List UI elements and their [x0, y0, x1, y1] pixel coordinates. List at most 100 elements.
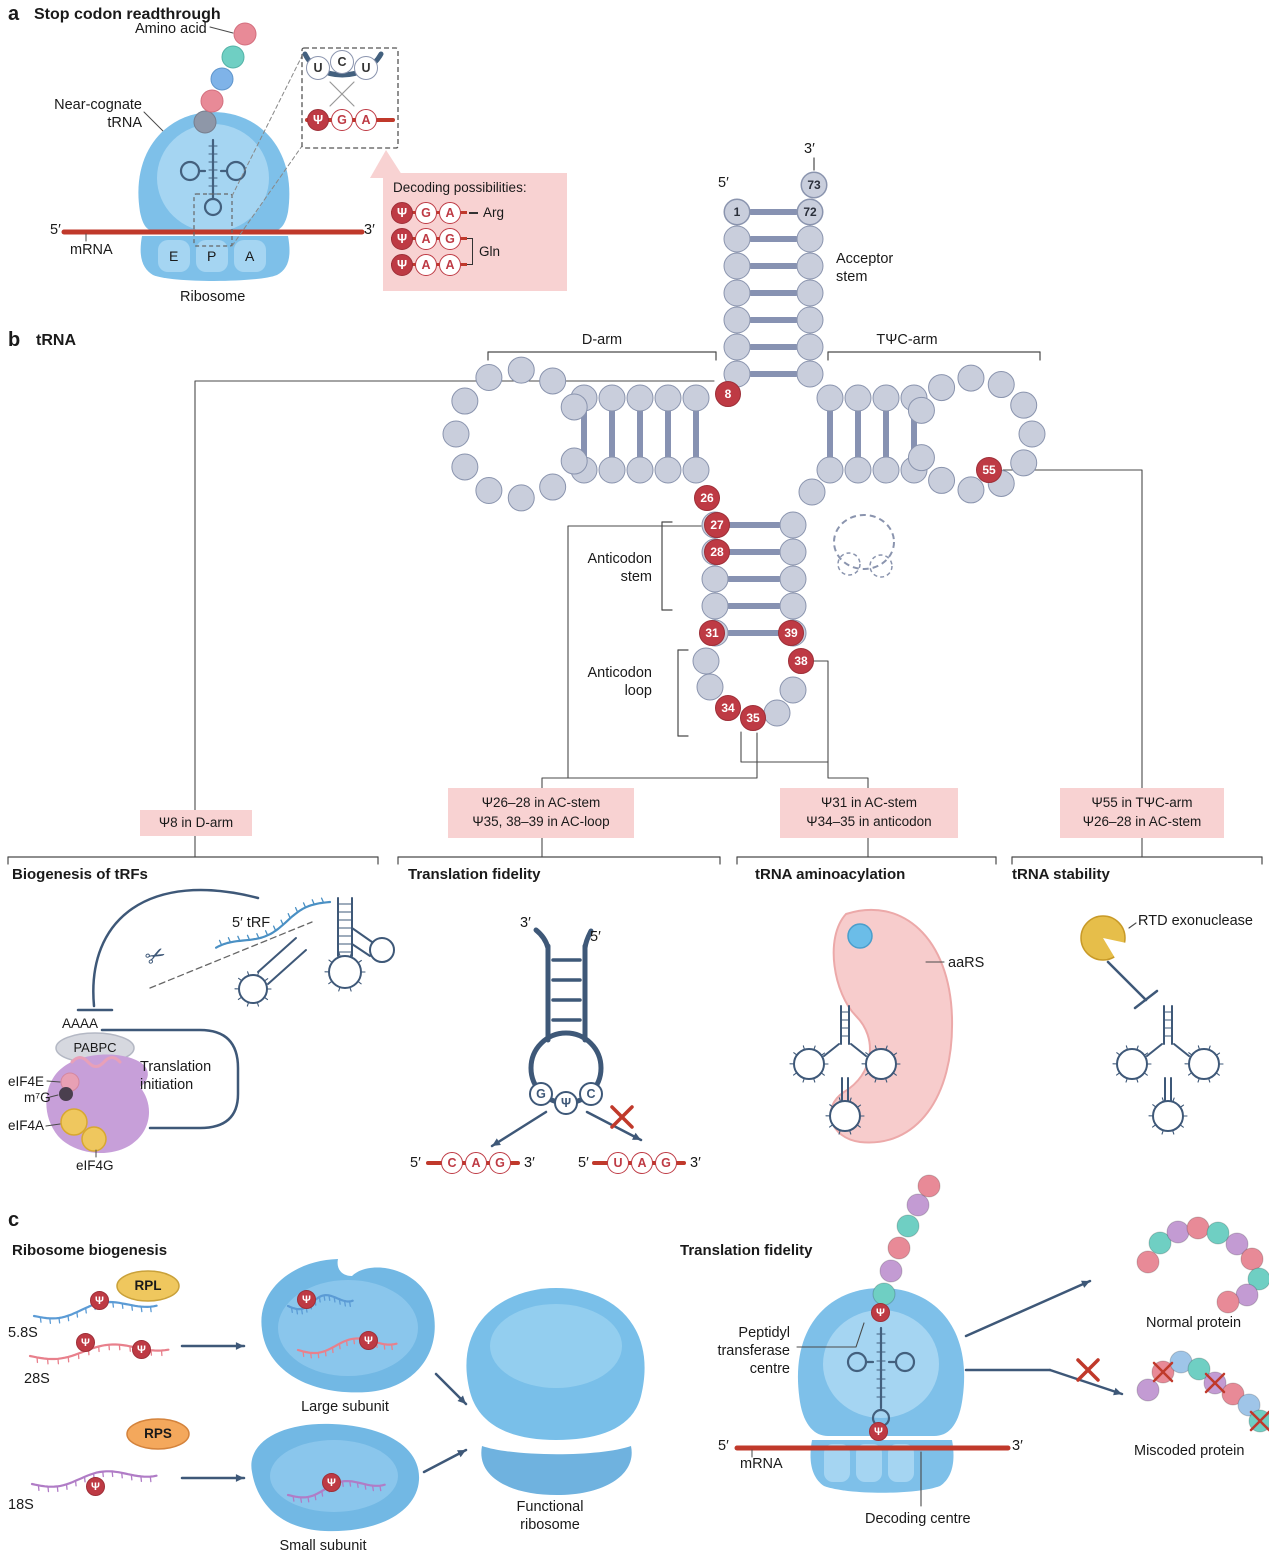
arg-label: Arg: [483, 205, 505, 220]
near-cognate-trna-label: Near-cognate tRNA: [54, 97, 142, 132]
annotation-line: Ψ26–28 in AC-stem: [1082, 814, 1202, 829]
stop-codon-letter: U: [607, 1152, 629, 1174]
psi-badge: Ψ: [90, 1291, 109, 1310]
a-site-label: A: [245, 248, 255, 264]
panel-a-title: Stop codon readthrough: [34, 6, 221, 23]
polya-tail-label: AAAA: [62, 1016, 99, 1031]
rrna-18s-label: 18S: [8, 1497, 34, 1513]
aminoacylation-art: [789, 908, 954, 1144]
decoding-centre-label: Decoding centre: [865, 1511, 971, 1527]
codon-three-prime-label: 3′: [524, 1155, 535, 1171]
miscoded-protein-label: Miscoded protein: [1134, 1443, 1245, 1459]
psi-badge: Ψ: [132, 1340, 151, 1359]
psi-site-38: 38: [788, 648, 814, 674]
psi26-28-annotation-box: Ψ26–28 in AC-stem Ψ35, 38–39 in AC-loop: [448, 788, 634, 838]
codon-three-prime-label: 3′: [690, 1155, 701, 1171]
trna-three-prime-label: 3′: [804, 141, 815, 157]
psi-site-8: 8: [715, 381, 741, 407]
mrna-three-prime-label: 3′: [364, 222, 375, 238]
anticodon-loop-label: Anticodon loop: [587, 665, 653, 700]
psi-badge: Ψ: [297, 1290, 316, 1309]
match-codon-letter: G: [489, 1152, 511, 1174]
mrna-five-prime-label: 5′: [718, 1438, 729, 1454]
psi-site-26: 26: [694, 485, 720, 511]
psi-badge: Ψ: [359, 1331, 378, 1350]
gln-label: Gln: [479, 244, 501, 259]
large-subunit-label: Large subunit: [301, 1399, 389, 1415]
section-biogenesis-trfs: Biogenesis of tRFs: [12, 866, 148, 883]
stability-art: [1080, 915, 1224, 1135]
psi-site-55: 55: [976, 457, 1002, 483]
decoding-codon-letter: Ψ: [391, 254, 413, 276]
anticodon-letter: Ψ: [554, 1091, 578, 1115]
decoding-codon-letter: Ψ: [391, 202, 413, 224]
stop-codon-letter: A: [631, 1152, 653, 1174]
five-prime-trf-label: 5′ tRF: [232, 915, 271, 931]
arg-tick: [469, 212, 478, 214]
psi-badge: Ψ: [76, 1333, 95, 1352]
inset-codon-letter: U: [306, 56, 330, 80]
decoding-codon-letter: A: [439, 202, 461, 224]
annotation-line: Ψ26–28 in AC-stem: [481, 795, 601, 811]
trf-art: [45, 888, 395, 1158]
rrna-58s-label: 5.8S: [8, 1325, 38, 1341]
psi-site-28: 28: [704, 539, 730, 565]
small-subunit-label: Small subunit: [279, 1538, 367, 1554]
anticodon-stem-label: Anticodon stem: [587, 551, 653, 586]
psi-badge: Ψ: [322, 1473, 341, 1492]
match-codon-letter: C: [441, 1152, 463, 1174]
annotation-line: Ψ35, 38–39 in AC-loop: [472, 814, 610, 829]
aars-label: aaRS: [948, 955, 985, 971]
section-translation-fidelity: Translation fidelity: [408, 866, 541, 883]
functional-ribosome-label: Functional ribosome: [516, 1499, 584, 1534]
annotation-line: Ψ31 in AC-stem: [820, 795, 918, 811]
anticodon-letter: G: [529, 1082, 553, 1106]
psi8-annotation-box: Ψ8 in D-arm: [140, 810, 252, 836]
psi-badge: Ψ: [86, 1477, 105, 1496]
decoding-codon-letter: A: [415, 254, 437, 276]
anticodon-letter: C: [579, 1082, 603, 1106]
mrna-label: mRNA: [70, 242, 113, 258]
psi-site-27: 27: [704, 512, 730, 538]
d-arm-label: D-arm: [581, 332, 623, 348]
decoding-codon-letter: A: [439, 254, 461, 276]
mrna-five-prime-label: 5′: [50, 222, 61, 238]
decoding-title: Decoding possibilities:: [393, 180, 527, 195]
p-site-label: P: [207, 248, 217, 264]
mrna-label: mRNA: [740, 1456, 783, 1472]
codon-five-prime-label: 5′: [578, 1155, 589, 1171]
nucleotide-73: 73: [801, 172, 827, 198]
annotation-line: Ψ8 in D-arm: [158, 814, 234, 830]
rps-label: RPS: [144, 1426, 172, 1441]
tpsic-arm-label: TΨC-arm: [876, 332, 938, 348]
e-site-label: E: [169, 248, 179, 264]
psi31-annotation-box: Ψ31 in AC-stem Ψ34–35 in anticodon: [780, 788, 958, 838]
nucleotide-1: 1: [724, 199, 750, 225]
decoding-codon-letter: G: [439, 228, 461, 250]
section-trna-stability: tRNA stability: [1012, 866, 1110, 883]
decoding-codon-letter: G: [415, 202, 437, 224]
fidelity-three-prime-label: 3′: [520, 915, 531, 931]
translation-initiation-label: Translation initiation: [140, 1059, 212, 1094]
rrna-28s-label: 28S: [24, 1371, 50, 1387]
eif4g-label: eIF4G: [76, 1158, 114, 1173]
acceptor-stem-label: Acceptor stem: [836, 251, 894, 286]
panel-b-title: tRNA: [36, 332, 76, 349]
pabpc-label: PABPC: [73, 1040, 117, 1055]
inset-codon-letter: A: [355, 109, 377, 131]
eif4a-label: eIF4A: [8, 1118, 45, 1133]
psi-site-35: 35: [740, 705, 766, 731]
rtd-exonuclease-label: RTD exonuclease: [1138, 913, 1253, 929]
rpl-label: RPL: [134, 1278, 162, 1293]
panel-c-art: [28, 1174, 1269, 1532]
ribosome-label: Ribosome: [180, 289, 246, 305]
normal-protein-label: Normal protein: [1146, 1315, 1242, 1331]
inset-psi-codon-letter: Ψ: [307, 109, 329, 131]
gln-bracket: [465, 238, 473, 265]
psi55-annotation-box: Ψ55 in TΨC-arm Ψ26–28 in AC-stem: [1060, 788, 1224, 838]
match-codon-letter: A: [465, 1152, 487, 1174]
stop-codon-letter: G: [655, 1152, 677, 1174]
psi-badge: Ψ: [871, 1303, 890, 1322]
